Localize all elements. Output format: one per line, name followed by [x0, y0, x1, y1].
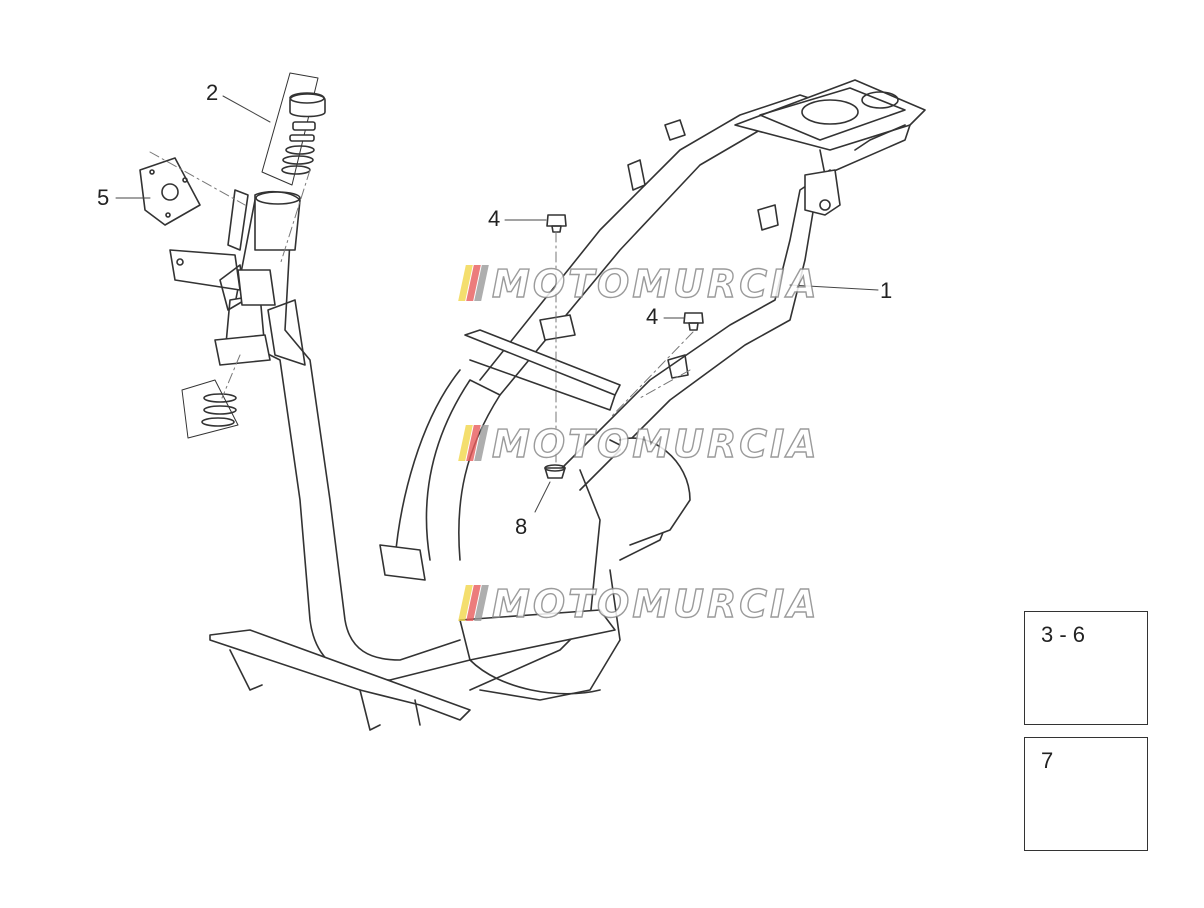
callout-1: 1	[880, 278, 893, 303]
rubber-bushing-lower	[683, 312, 704, 331]
watermark-text: MOTOMURCIA	[491, 261, 820, 306]
callout-2: 2	[206, 80, 219, 105]
watermark-flag-icon	[458, 265, 492, 301]
legend-box-hose-clip: 7	[1024, 737, 1148, 851]
watermark-flag-icon	[458, 425, 492, 461]
watermark-text: MOTOMURCIA	[491, 421, 820, 466]
scooter-frame	[169, 79, 926, 731]
callout-8: 8	[515, 514, 528, 539]
mounting-plate	[139, 157, 249, 251]
rubber-bushing-upper	[546, 214, 567, 233]
callout-5: 5	[97, 185, 110, 210]
leader-lines	[115, 95, 879, 513]
lower-bearing-kit	[181, 379, 239, 439]
legend-label: 7	[1041, 748, 1054, 773]
alignment-lines	[149, 151, 694, 467]
watermark-flag-icon	[458, 585, 492, 621]
steering-bearing-kit	[261, 72, 326, 186]
legend-box-speed-nut: 3 - 6	[1024, 611, 1148, 725]
callout-4-lower: 4	[646, 304, 659, 329]
callout-4-upper: 4	[488, 206, 501, 231]
watermark-text: MOTOMURCIA	[491, 581, 820, 626]
legend-label: 3 - 6	[1041, 622, 1086, 647]
grommet	[544, 464, 566, 479]
